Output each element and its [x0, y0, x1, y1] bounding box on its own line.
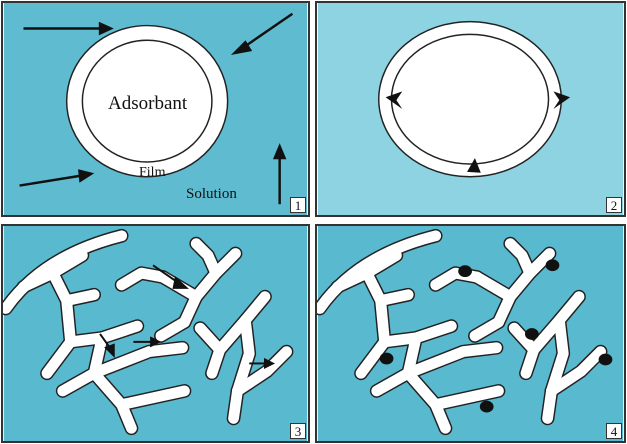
- adsorbed-molecule-4: [380, 353, 394, 365]
- solution-label: Solution: [186, 186, 237, 203]
- panel-number-3: 3: [290, 423, 306, 439]
- adsorbed-molecule-2: [546, 259, 560, 271]
- panel-2-film-diffusion: 2: [315, 1, 626, 217]
- film-label: Film: [139, 165, 165, 181]
- adsorbent-particle: [391, 34, 548, 164]
- panel-2-diagram: [317, 3, 624, 215]
- panel-4-adsorption-on-sites: 4: [315, 224, 626, 443]
- panel-number-2: 2: [606, 197, 622, 213]
- adsorbed-molecule-1: [458, 265, 472, 277]
- adsorbed-molecule-5: [599, 354, 613, 366]
- panel-3-pore-diffusion: 3: [1, 224, 310, 443]
- adsorbed-molecule-3: [525, 328, 539, 340]
- panel-number-4: 4: [606, 423, 622, 439]
- panel-number-1: 1: [290, 197, 306, 213]
- panel-1-external-diffusion: Adsorbant Film Solution 1: [1, 1, 310, 217]
- adsorbed-molecule-6: [480, 401, 494, 413]
- adsorbant-label: Adsorbant: [108, 93, 187, 115]
- panel-4-diagram: [317, 226, 624, 441]
- panel-3-diagram: [3, 226, 308, 441]
